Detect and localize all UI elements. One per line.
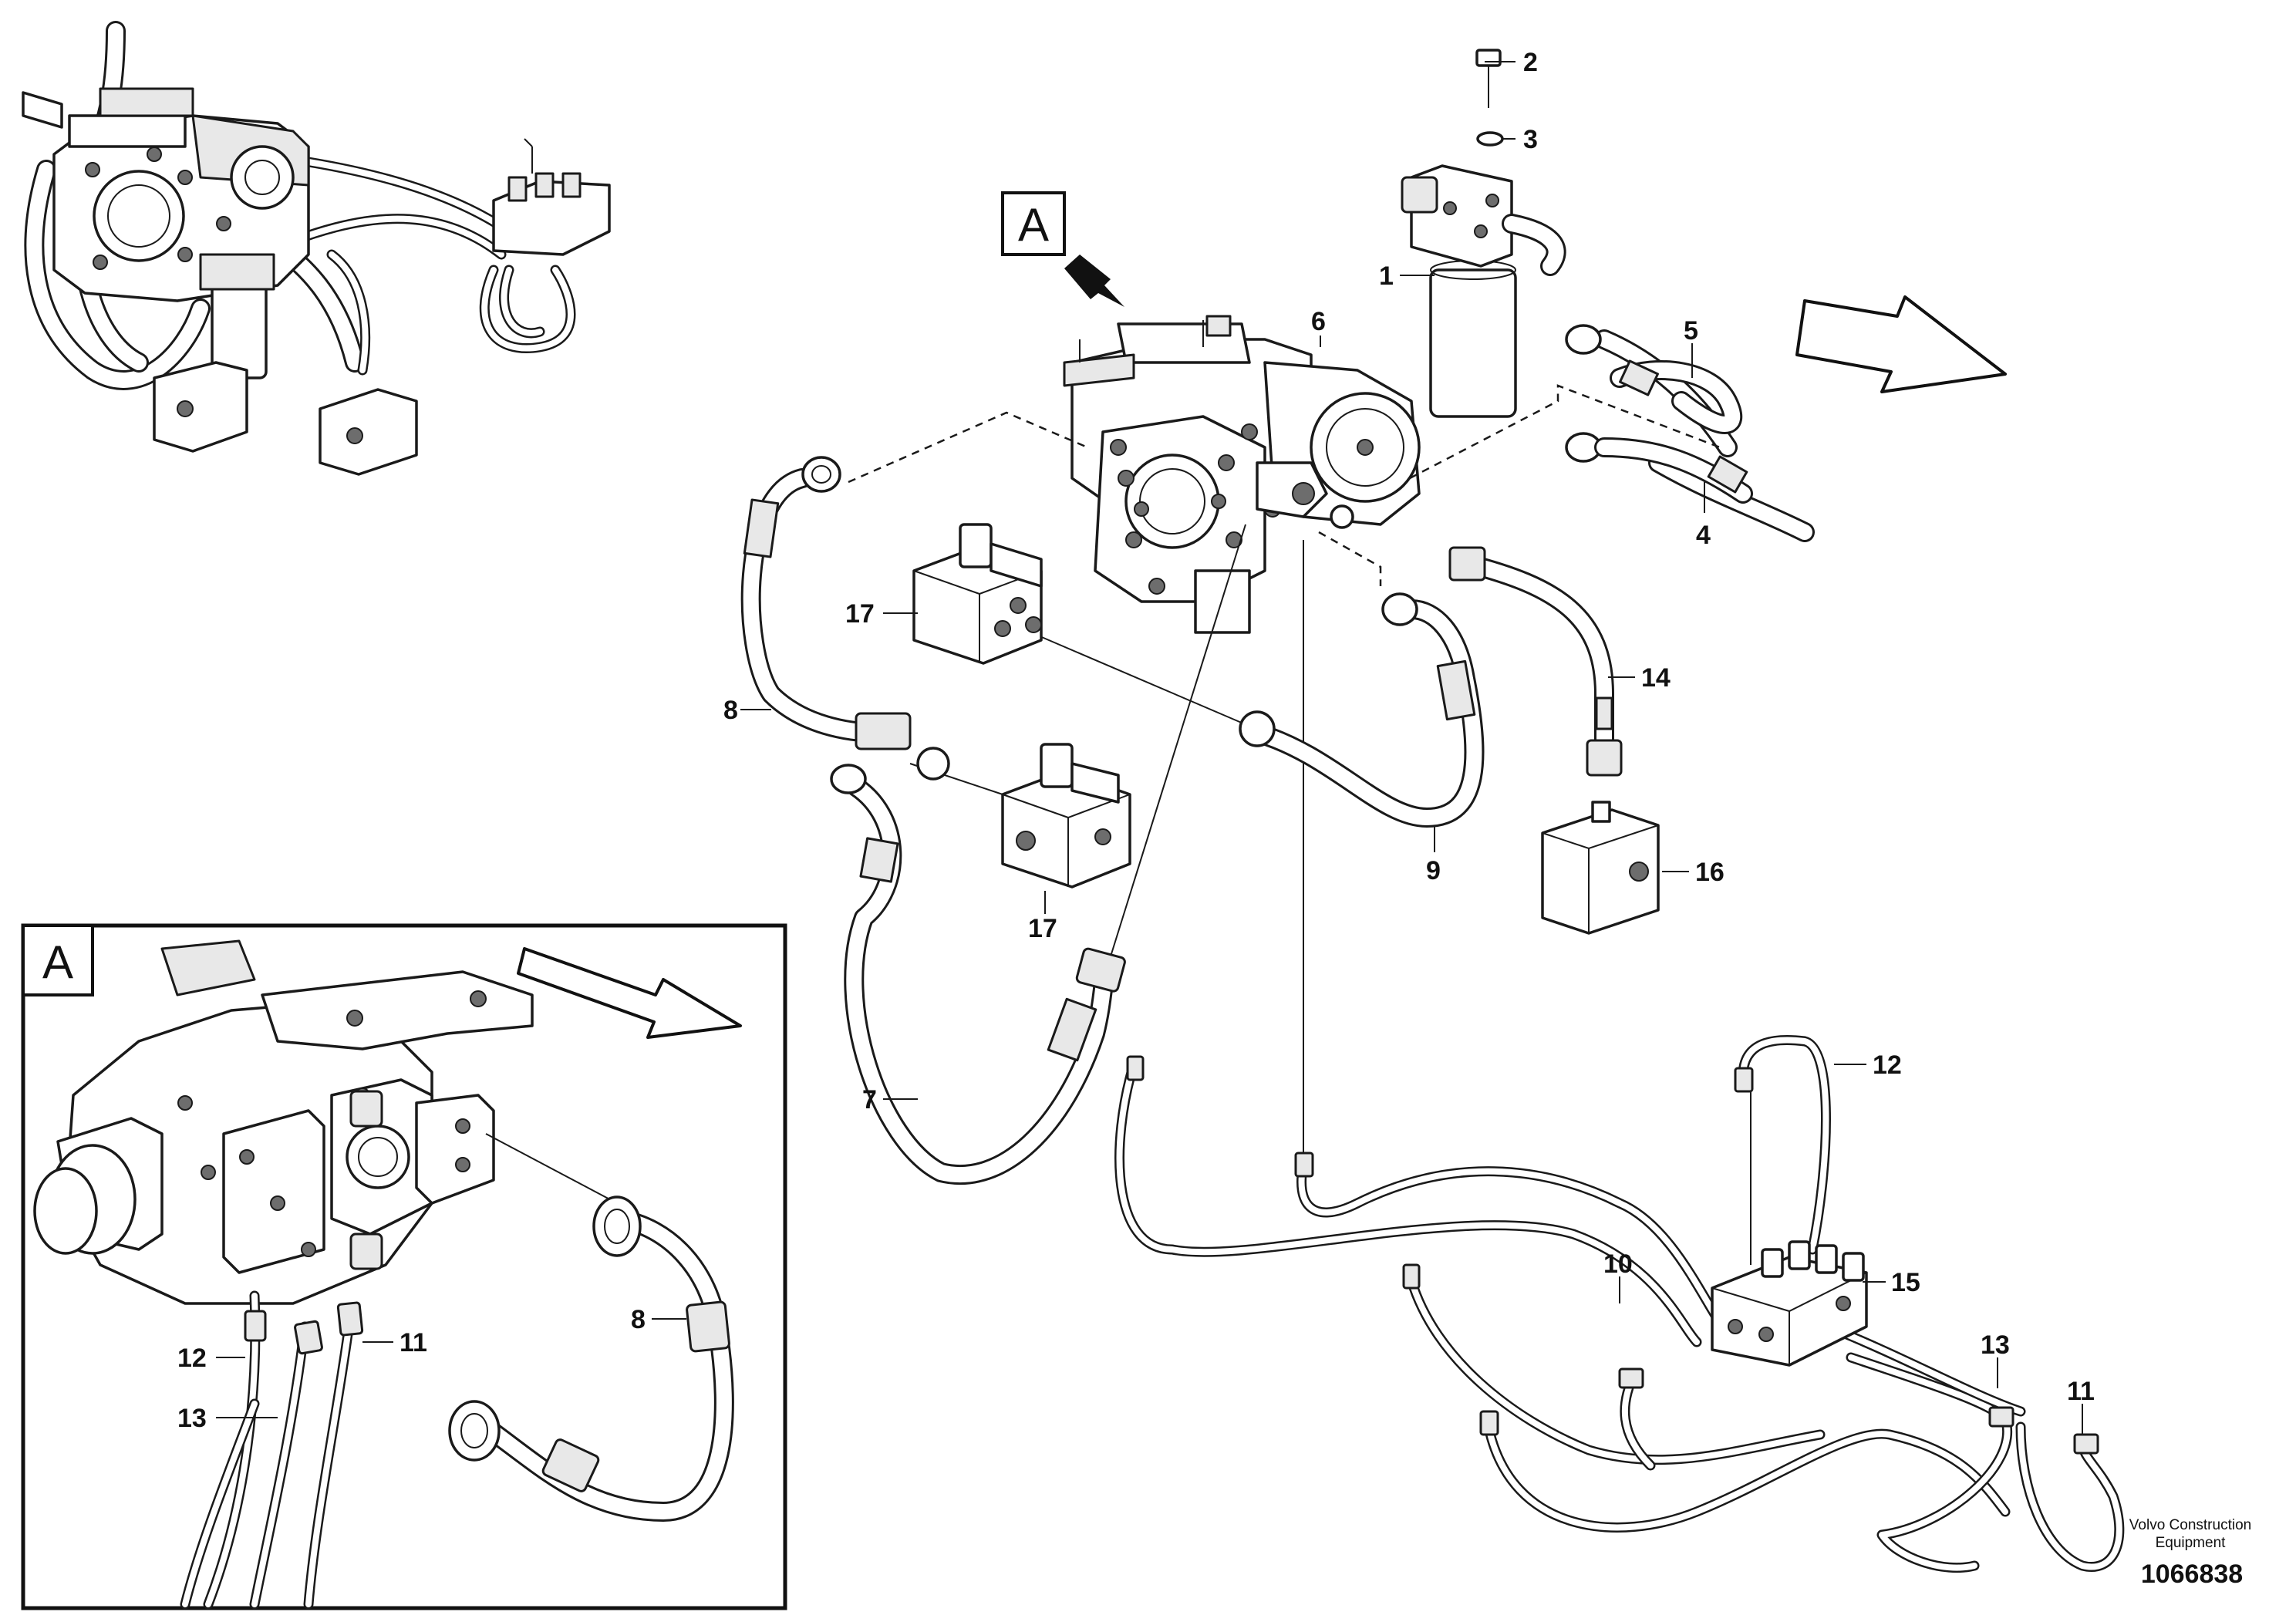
brake-lines	[1114, 1034, 2125, 1573]
callout-10: 10	[1603, 1249, 1633, 1279]
callout-13: 13	[1981, 1330, 2010, 1360]
callout-6: 6	[1311, 307, 1326, 336]
hydraulic-pump	[1063, 315, 1421, 634]
callout-8: 8	[723, 696, 738, 725]
hose-4-5	[1409, 324, 1815, 542]
hose-7	[830, 764, 1126, 1185]
callout-15: 15	[1891, 1268, 1920, 1297]
callout-5: 5	[1684, 316, 1698, 346]
hose-14	[1448, 546, 1623, 777]
callout-9: 9	[1426, 856, 1441, 885]
view-a-label: A	[1018, 199, 1049, 251]
hose-8	[740, 456, 950, 781]
callout-2: 2	[1523, 48, 1538, 77]
oil-filter	[1401, 49, 1566, 418]
callout-14: 14	[1641, 663, 1671, 693]
callout-16: 16	[1695, 858, 1725, 887]
direction-arrow	[1795, 295, 2007, 393]
overview-assembly	[22, 21, 611, 476]
valve-block-17-lower	[1001, 743, 1131, 889]
detail-a-label: A	[42, 936, 73, 988]
detail-callout-13: 13	[177, 1404, 207, 1433]
callouts: 2 3 1 5 4 6 17 8 17 9 14 16 7 12 10 15 1…	[177, 48, 2095, 1435]
valve-block-17-upper	[912, 523, 1043, 665]
pressure-sensor-16	[1541, 801, 1660, 935]
detail-callout-12: 12	[177, 1344, 207, 1373]
drawing-number: 1066838	[2141, 1560, 2243, 1589]
detail-view-a: A	[21, 923, 787, 1610]
callout-4: 4	[1696, 521, 1711, 550]
hose-9	[1239, 592, 1485, 828]
brake-valve-15	[1711, 1240, 1868, 1367]
callout-12: 12	[1873, 1050, 1902, 1080]
callout-17-upper: 17	[845, 599, 875, 629]
brand-line-2: Equipment	[2156, 1535, 2227, 1551]
callout-11: 11	[2067, 1377, 2095, 1406]
view-a-marker: A	[1001, 191, 1124, 307]
callout-1: 1	[1379, 261, 1394, 291]
callout-17-lower: 17	[1028, 914, 1057, 943]
detail-callout-8: 8	[631, 1305, 646, 1334]
callout-3: 3	[1523, 125, 1538, 154]
brand-line-1: Volvo Construction	[2129, 1517, 2251, 1533]
detail-callout-11: 11	[400, 1328, 427, 1357]
callout-7: 7	[862, 1085, 877, 1114]
footer: Volvo Construction Equipment 1066838	[2129, 1517, 2251, 1589]
